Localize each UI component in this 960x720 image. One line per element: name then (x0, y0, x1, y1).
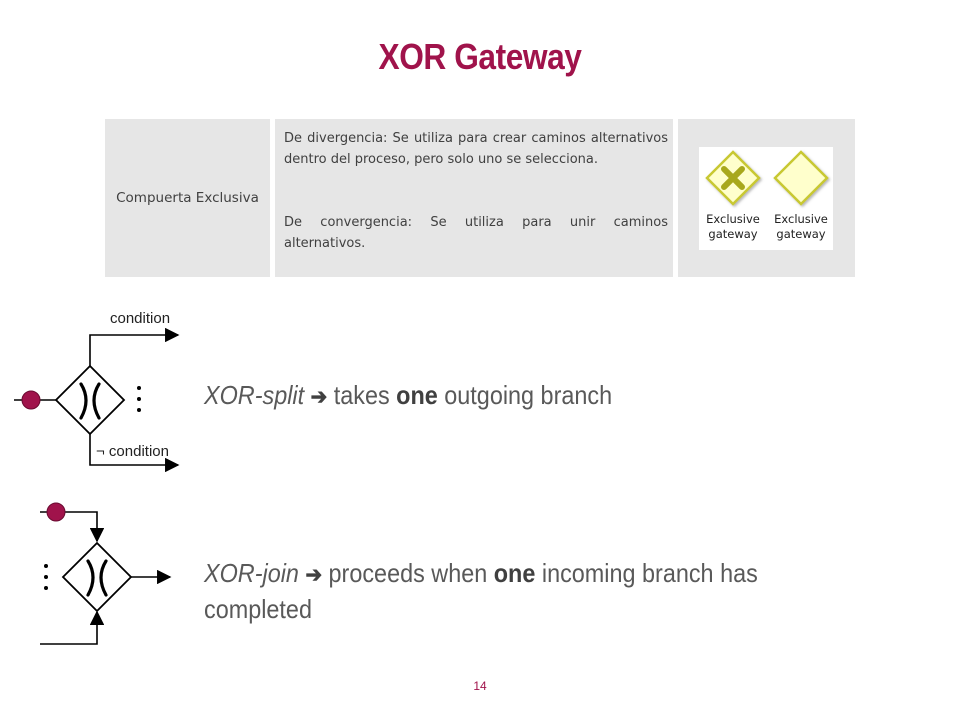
join-text-after: incoming branch has (535, 558, 758, 588)
xor-join-term: XOR-join (204, 558, 299, 588)
xor-join-statement: XOR-join ➔ proceeds when one incoming br… (204, 558, 758, 589)
join-token (46, 502, 66, 522)
table-cell-description: De divergencia: Se utiliza para crear ca… (275, 119, 673, 277)
label-not-condition: ¬ condition (96, 443, 169, 460)
icon-caption-2: Exclusive gateway (769, 212, 833, 242)
split-outgoing-flow-bottom (89, 434, 180, 473)
join-text-before: proceeds when (322, 558, 494, 588)
exclusive-gateway-empty-icon (773, 150, 829, 206)
split-token (21, 390, 41, 410)
join-emphasis: one (493, 558, 536, 588)
xor-join-statement-line2: completed (204, 594, 312, 624)
split-x-marker (79, 382, 101, 420)
arrow-icon: ➔ (305, 562, 323, 587)
icon-caption-1: Exclusive gateway (701, 212, 765, 242)
slide-title: XOR Gateway (378, 36, 582, 77)
xor-split-statement: XOR-split ➔ takes one outgoing branch (204, 380, 612, 411)
description-divergence: De divergencia: Se utiliza para crear ca… (284, 131, 668, 167)
split-outgoing-flow-top (89, 327, 180, 366)
join-gateway-diamond (61, 541, 133, 613)
split-gateway-diamond (54, 364, 126, 436)
icon-caption-1-line2: gateway (708, 227, 758, 241)
split-text-before: takes (327, 380, 397, 410)
bpmn-icon-panel: Exclusive gateway Exclusive gateway (699, 147, 833, 250)
join-incoming-flow-bottom (40, 610, 105, 645)
table-cell-gateway-name: Compuerta Exclusiva (105, 119, 270, 277)
split-emphasis: one (396, 380, 438, 410)
icon-caption-2-line2: gateway (776, 227, 826, 241)
xor-split-term: XOR-split (204, 380, 305, 410)
gateway-name: Compuerta Exclusiva (116, 190, 259, 206)
join-ellipsis (44, 564, 48, 590)
split-ellipsis (137, 386, 141, 412)
exclusive-gateway-marked-icon (705, 150, 761, 206)
arrow-icon: ➔ (310, 384, 328, 409)
label-condition: condition (110, 310, 171, 327)
description-convergence: De convergencia: Se utiliza para unir ca… (284, 215, 668, 251)
table-cell-icons: Exclusive gateway Exclusive gateway (678, 119, 855, 277)
xor-join-diagram (40, 502, 172, 645)
join-x-marker (86, 559, 108, 597)
split-text-after: outgoing branch (437, 380, 613, 410)
xor-split-diagram (14, 327, 180, 473)
icon-caption-2-line1: Exclusive (774, 212, 828, 226)
icon-caption-1-line1: Exclusive (706, 212, 760, 226)
bpmn-gateway-icons (705, 150, 829, 206)
page-number: 14 (473, 679, 487, 693)
